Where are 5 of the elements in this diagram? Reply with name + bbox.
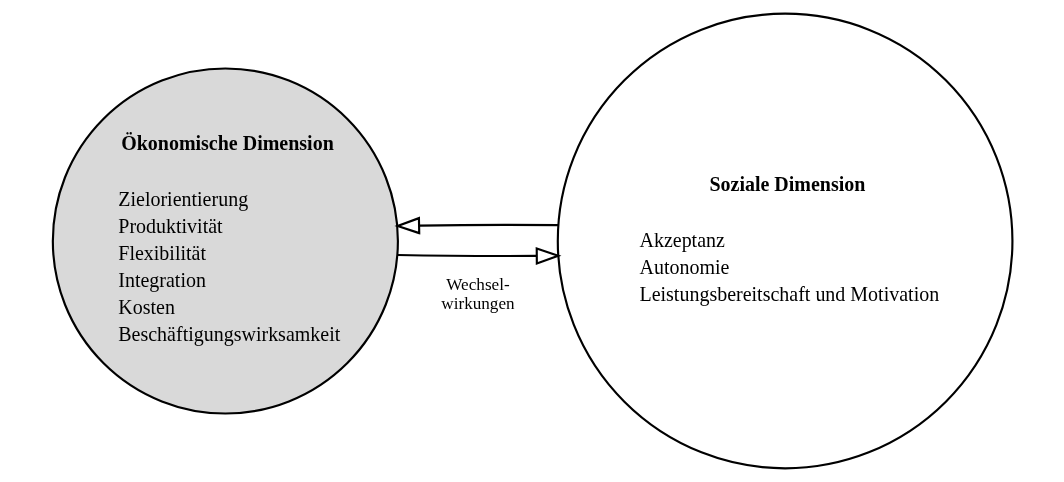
node-circle: Ökonomische Dimension Zielorientierung Produktivität Flexibilität Integration Kosten Beschäftigungswirksamkeit <box>51 67 399 415</box>
arrow <box>393 216 558 235</box>
arrow <box>397 246 561 265</box>
label: Wechsel- wirkungen <box>440 275 515 313</box>
node-circle: Soziale Dimension Akzeptanz Autonomie Leistungsbereitschaft und Motivation <box>556 12 1013 470</box>
